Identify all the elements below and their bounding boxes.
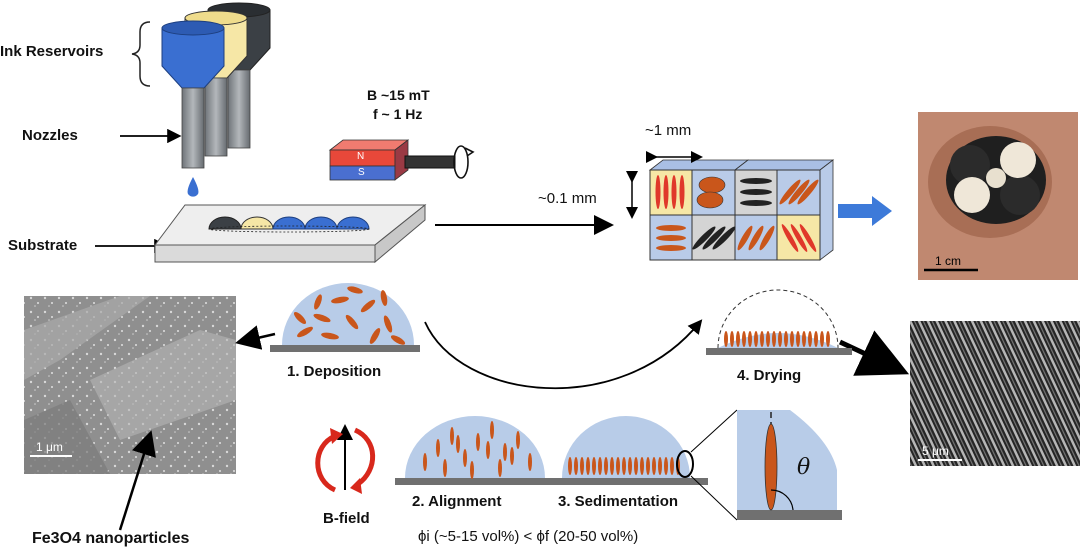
particle [456, 435, 460, 453]
printer-head [161, 2, 271, 197]
particle [814, 331, 818, 347]
particle [820, 331, 824, 347]
sem-left-scale-label: 1 μm [36, 440, 63, 454]
step-drying-label: 4. Drying [737, 367, 802, 384]
particle [470, 461, 474, 479]
particle [646, 457, 650, 475]
particle [628, 457, 632, 475]
particle [652, 457, 656, 475]
particle [802, 331, 806, 347]
rotating-magnet [328, 139, 475, 181]
cycle-arrow [424, 319, 703, 389]
substrate-label: Substrate [8, 237, 78, 254]
theta-label: θ [797, 455, 811, 480]
particle [826, 331, 830, 347]
magnet-south-label: S [358, 167, 365, 178]
particle [450, 427, 454, 445]
photo-scale-label: 1 cm [935, 254, 962, 268]
ink-reservoirs-label: Ink Reservoirs [0, 43, 104, 60]
particle [670, 457, 674, 475]
particle [724, 331, 728, 347]
particle [748, 331, 752, 347]
alignment-drop [395, 416, 555, 485]
particle [463, 449, 467, 467]
deposition-drop [270, 283, 420, 352]
arrow-to-left-sem [235, 325, 276, 350]
particle [808, 331, 812, 347]
particle [634, 457, 638, 475]
particle [790, 331, 794, 347]
particle [658, 457, 662, 475]
particle [736, 331, 740, 347]
arrow-to-right-sem [838, 330, 910, 376]
step-deposition-label: 1. Deposition [287, 363, 382, 380]
particle [754, 331, 758, 347]
arrow-to-nanoparticles [118, 430, 156, 531]
sem-image-left [24, 296, 236, 474]
sedimentation-drop [548, 409, 738, 521]
sem-right-scale-label: 5 μm [922, 444, 949, 458]
nanoparticles-label: Fe3O4 nanoparticles [32, 530, 190, 547]
bfield-icon [315, 424, 376, 494]
zoom-inset [737, 410, 842, 520]
particle [664, 457, 668, 475]
particle [604, 457, 608, 475]
volume-fraction-label: ϕi (~5-15 vol%) < ϕf (20-50 vol%) [418, 528, 639, 545]
nozzles-label: Nozzles [22, 127, 78, 144]
particle [443, 459, 447, 477]
particle [766, 331, 770, 347]
particle [486, 441, 490, 459]
particle [598, 457, 602, 475]
particle [503, 443, 507, 461]
field-frequency-label: f ~ 1 Hz [373, 106, 423, 122]
particle [490, 421, 494, 439]
blue-reservoir [161, 20, 225, 169]
particle [498, 459, 502, 477]
size-1mm-label: ~1 mm [645, 122, 692, 139]
bfield-label: B-field [323, 510, 370, 527]
result-arrow [838, 196, 892, 226]
particle [516, 431, 520, 449]
substrate-plate [154, 203, 427, 264]
particle [640, 457, 644, 475]
particle [616, 457, 620, 475]
particle [580, 457, 584, 475]
step-alignment-label: 2. Alignment [412, 493, 502, 510]
particle [760, 331, 764, 347]
particle [730, 331, 734, 347]
particle [742, 331, 746, 347]
field-strength-label: B ~15 mT [367, 87, 430, 103]
particle [423, 453, 427, 471]
particle [796, 331, 800, 347]
printed-dome [336, 216, 370, 230]
particle [568, 457, 572, 475]
particle [436, 439, 440, 457]
particle [574, 457, 578, 475]
particle [586, 457, 590, 475]
sem-image-right [910, 321, 1080, 466]
particle [622, 457, 626, 475]
particle [784, 331, 788, 347]
drying-drop [706, 289, 852, 355]
particle [510, 447, 514, 465]
particle [778, 331, 782, 347]
particle [610, 457, 614, 475]
particle [592, 457, 596, 475]
reservoir-bracket [131, 21, 151, 87]
voxel-block [648, 159, 835, 261]
ink-droplet [187, 177, 199, 197]
particle [528, 453, 532, 471]
magnet-north-label: N [357, 151, 365, 162]
step-sedimentation-label: 3. Sedimentation [558, 493, 679, 510]
particle [772, 331, 776, 347]
particle [476, 433, 480, 451]
size-01mm-label: ~0.1 mm [538, 190, 597, 207]
sample-photo [918, 112, 1078, 280]
